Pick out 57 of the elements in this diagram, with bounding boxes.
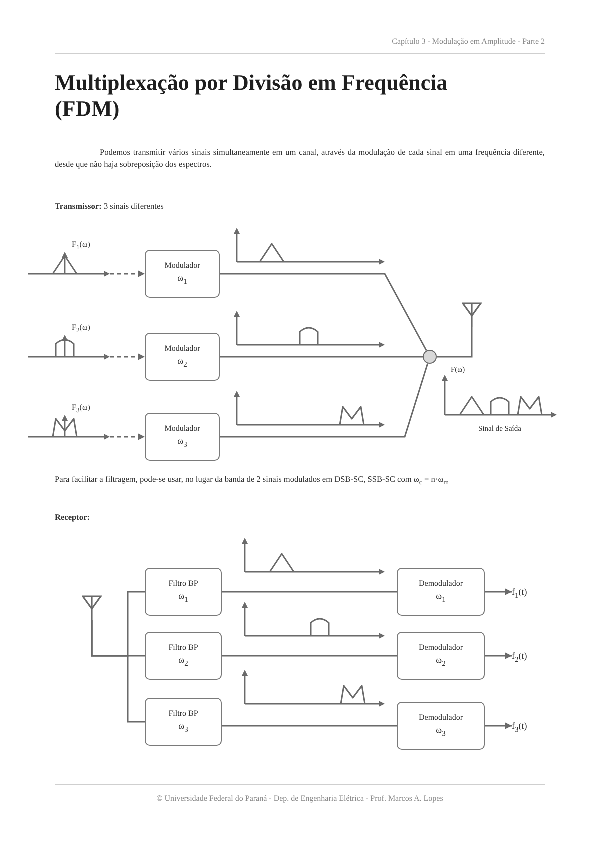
connector-line — [220, 363, 429, 438]
block-label: Filtro BP — [168, 710, 198, 718]
connector-line — [220, 356, 423, 358]
connector-line — [437, 327, 473, 358]
connector-line — [222, 725, 397, 727]
frequency-label: ω$_{1}$ — [436, 592, 446, 604]
page-title: Multiplexação por Divisão em Frequência (FDM) — [55, 70, 449, 123]
arrow — [485, 722, 512, 730]
body-paragraph: Podemos transmitir vários sinais simultaneamente em um canal, através da modulação de cada sinal em uma frequência diferente, desde que não haja sobreposição dos espectros. — [55, 147, 545, 172]
arrow — [485, 588, 512, 596]
output-signal-label: f$_{2}$(t) — [512, 649, 528, 663]
frequency-label: ω$_{1}$ — [178, 274, 188, 286]
connector-line — [220, 273, 428, 352]
block-label: Modulador — [164, 344, 200, 354]
block-label: Modulador — [164, 424, 200, 434]
modulator-box — [145, 333, 220, 381]
body-paragraph: Para facilitar a filtragem, pode-se usar, no lugar da banda de 2 sinais modulados em DSB-SC, SSB-SC com ω$_{c}$ = n·ω$_{m}$ — [55, 474, 450, 489]
demodulator-box — [397, 702, 485, 750]
spectrum-label: F$_{1}$(ω) — [72, 240, 90, 253]
frequency-label: ω$_{1}$ — [178, 592, 188, 604]
page-footer: © Universidade Federal do Paraná - Dep. de Engenharia Elétrica - Prof. Marcos A. Lopes — [55, 794, 545, 803]
arrow — [110, 354, 145, 360]
antenna-icon — [82, 595, 102, 620]
block-label: Demodulador — [419, 644, 463, 652]
spectrum-label: F$_{2}$(ω) — [72, 323, 90, 336]
antenna-icon — [462, 302, 482, 327]
bandpass-filter-box — [145, 698, 222, 746]
connector-line — [222, 655, 397, 657]
connector-line — [91, 620, 145, 723]
section-heading: Transmissor: 3 sinais diferentes — [55, 202, 164, 211]
frequency-label: ω$_{3}$ — [178, 437, 188, 450]
summing-junction — [423, 350, 437, 364]
frequency-label: ω$_{2}$ — [178, 656, 188, 668]
arrow — [110, 434, 145, 440]
frequency-label: ω$_{2}$ — [178, 357, 188, 370]
frequency-label: ω$_{3}$ — [436, 726, 446, 738]
arrow — [485, 652, 512, 660]
output-signal-label: f$_{1}$(t) — [512, 585, 528, 599]
connector-line — [222, 591, 397, 593]
block-label: Demodulador — [419, 580, 463, 588]
block-label: Filtro BP — [168, 580, 198, 588]
modulator-box — [145, 250, 220, 298]
bandpass-filter-box — [145, 568, 222, 616]
demodulator-box — [397, 568, 485, 616]
section-heading: Receptor: — [55, 513, 90, 522]
demodulator-box — [397, 632, 485, 680]
frequency-label: ω$_{2}$ — [436, 656, 446, 668]
block-label: Filtro BP — [168, 644, 198, 652]
output-signal-label: f$_{3}$(t) — [512, 719, 528, 733]
spectrum-label: F$_{3}$(ω) — [72, 403, 90, 416]
block-label: Demodulador — [419, 714, 463, 722]
arrow — [110, 270, 145, 278]
frequency-label: ω$_{3}$ — [178, 722, 188, 734]
running-header: Capítulo 3 - Modulação em Amplitude - Parte 2 — [392, 37, 545, 46]
block-label: Modulador — [164, 262, 200, 270]
bandpass-filter-box — [145, 632, 222, 680]
modulator-box — [145, 413, 220, 461]
